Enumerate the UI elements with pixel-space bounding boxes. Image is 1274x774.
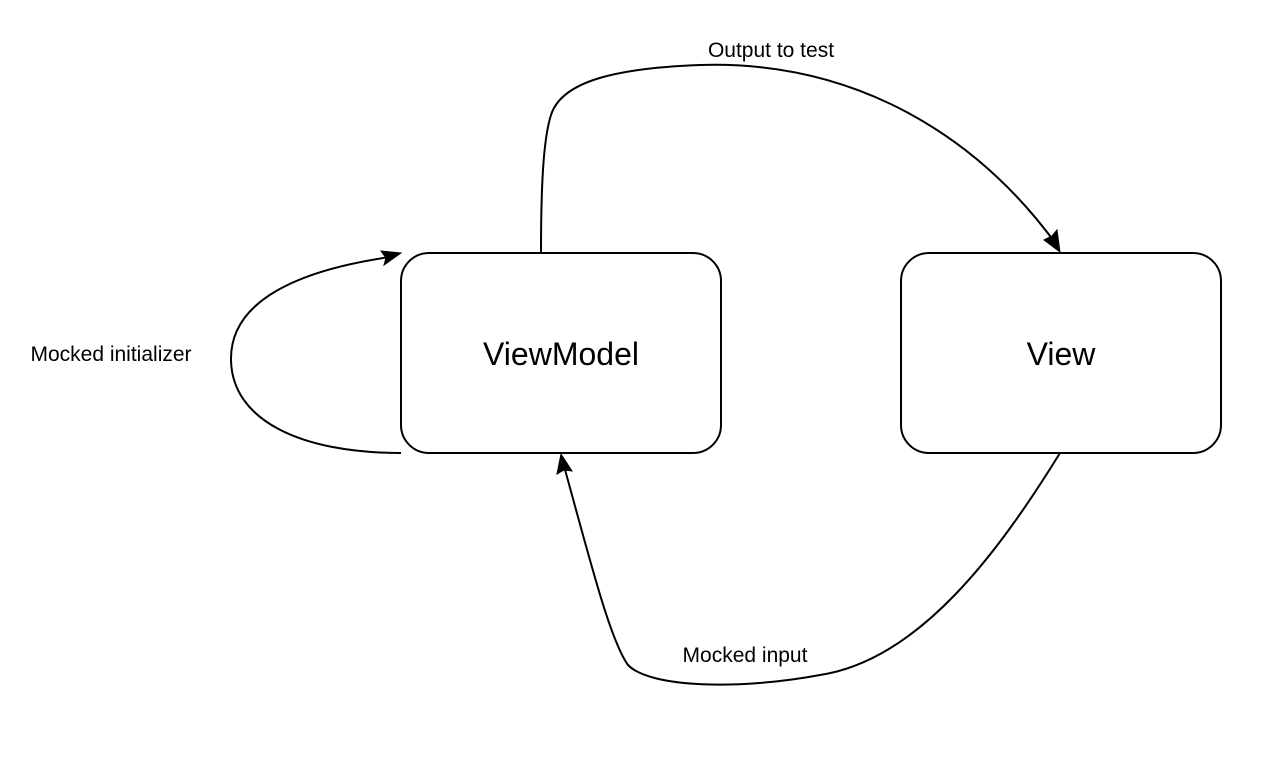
edge-output-to-test-line: [540, 63, 1057, 254]
edge-mocked-initializer-arrowhead: [379, 250, 403, 267]
node-viewmodel-box: [400, 252, 722, 454]
node-view-box: [900, 252, 1222, 454]
edge-mocked-input-line: [563, 452, 1061, 686]
edge-mocked-initializer-line: [229, 256, 402, 454]
edge-mocked-initializer: Mocked initializer: [30, 250, 403, 454]
node-viewmodel: ViewModel: [400, 252, 722, 454]
edge-output-to-test: Output to test: [540, 39, 1061, 254]
edge-mocked-input: Mocked input: [556, 452, 1061, 686]
node-view-label: View: [1027, 336, 1097, 372]
node-viewmodel-label: ViewModel: [483, 336, 639, 372]
node-view: View: [900, 252, 1222, 454]
edge-output-to-test-arrowhead: [1043, 228, 1061, 254]
edge-mocked-input-arrowhead: [556, 452, 574, 475]
edge-mocked-input-label: Mocked input: [683, 644, 808, 667]
edge-output-to-test-label: Output to test: [708, 39, 834, 62]
edge-mocked-initializer-label: Mocked initializer: [30, 343, 191, 366]
